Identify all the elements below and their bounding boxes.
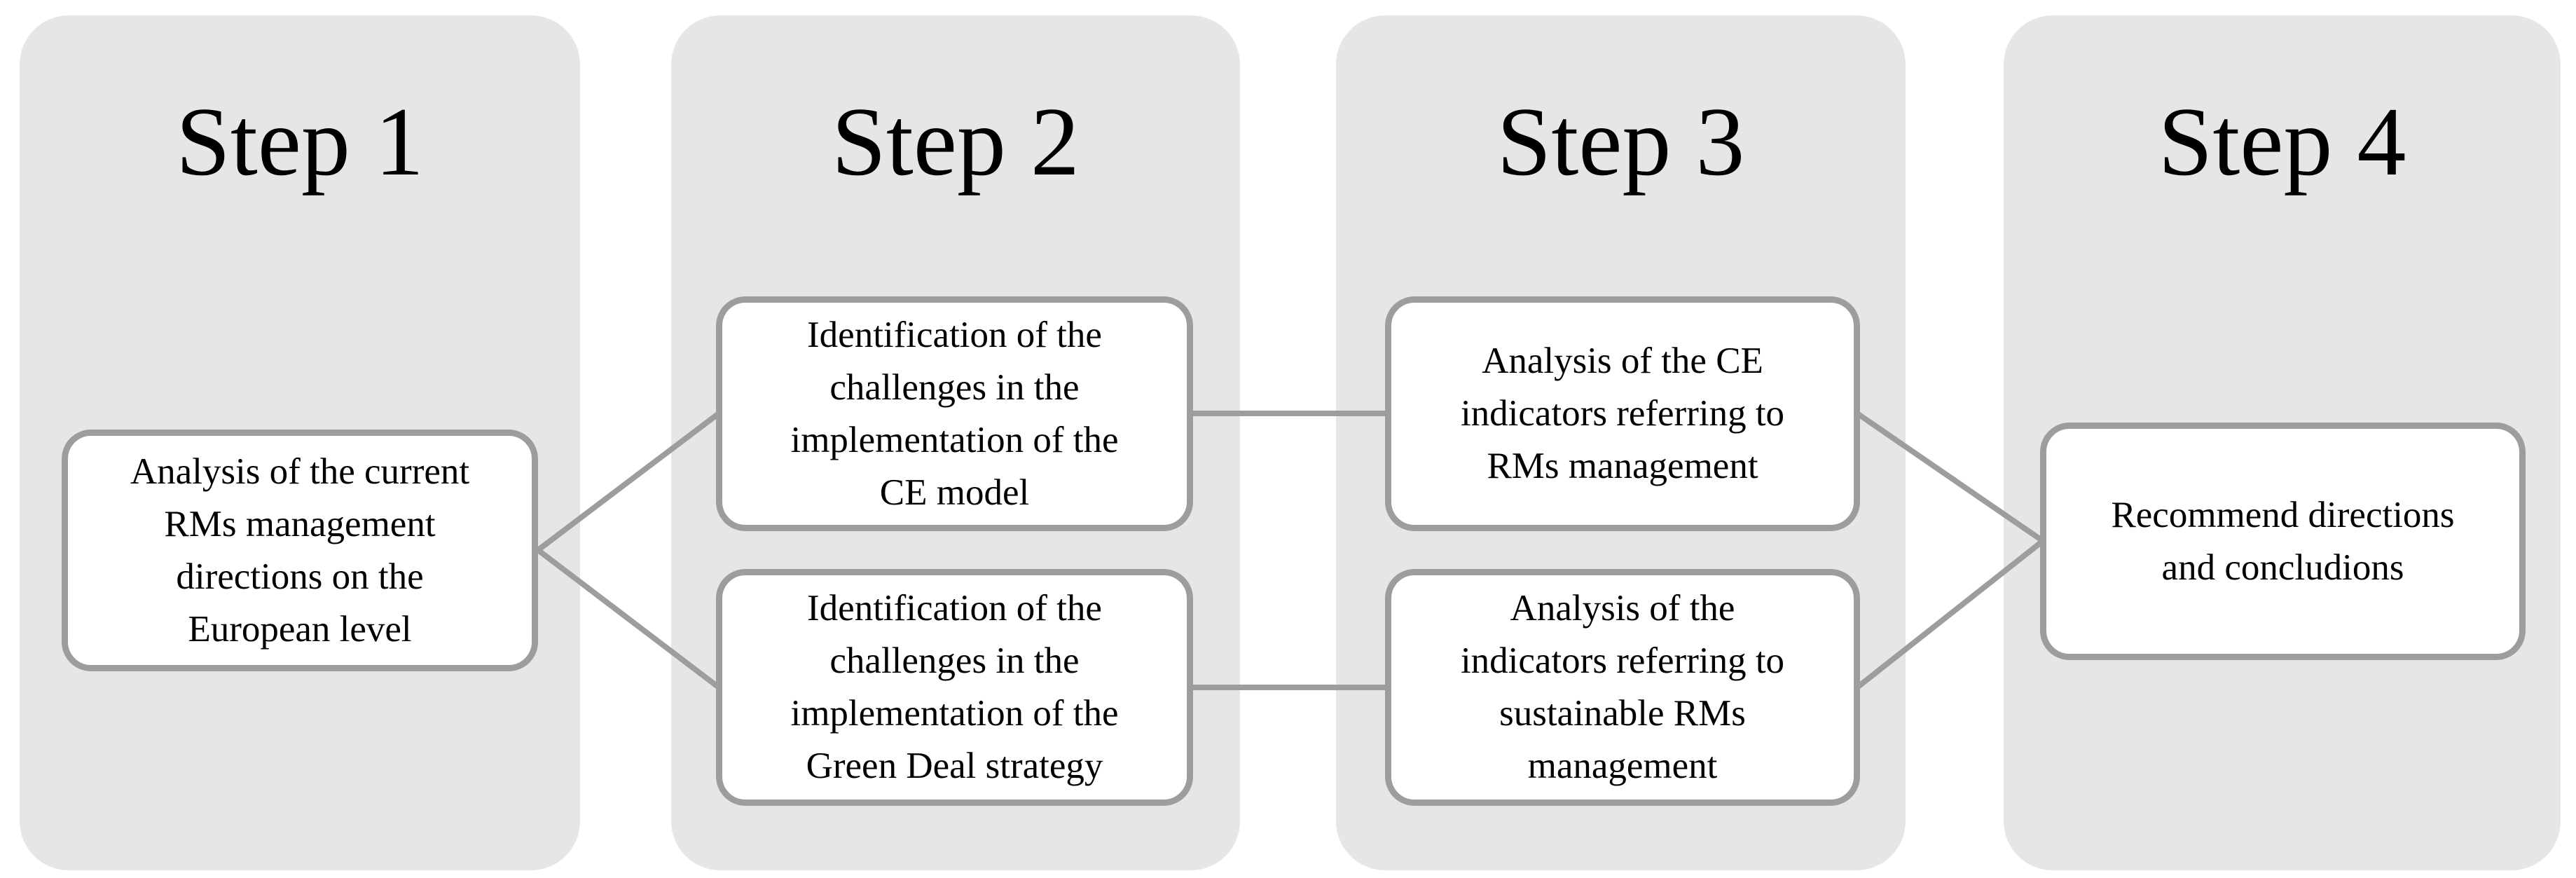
step1-box-analysis-current-rms: Analysis of the current RMs management d…: [62, 430, 538, 671]
step2-box-challenges-ce-model: Identification of the challenges in the …: [716, 296, 1193, 531]
step2-box-challenges-green-deal: Identification of the challenges in the …: [716, 569, 1193, 806]
step-2-title: Step 2: [832, 88, 1080, 196]
step-3-title: Step 3: [1496, 88, 1745, 196]
step-4-title: Step 4: [2158, 88, 2406, 196]
step3-box-ce-indicators: Analysis of the CE indicators referring …: [1385, 296, 1860, 531]
step-1-title: Step 1: [176, 88, 424, 196]
step3-box-sustainable-indicators: Analysis of the indicators referring to …: [1385, 569, 1860, 806]
step4-box-recommendations: Recommend directions and concludions: [2040, 423, 2526, 660]
